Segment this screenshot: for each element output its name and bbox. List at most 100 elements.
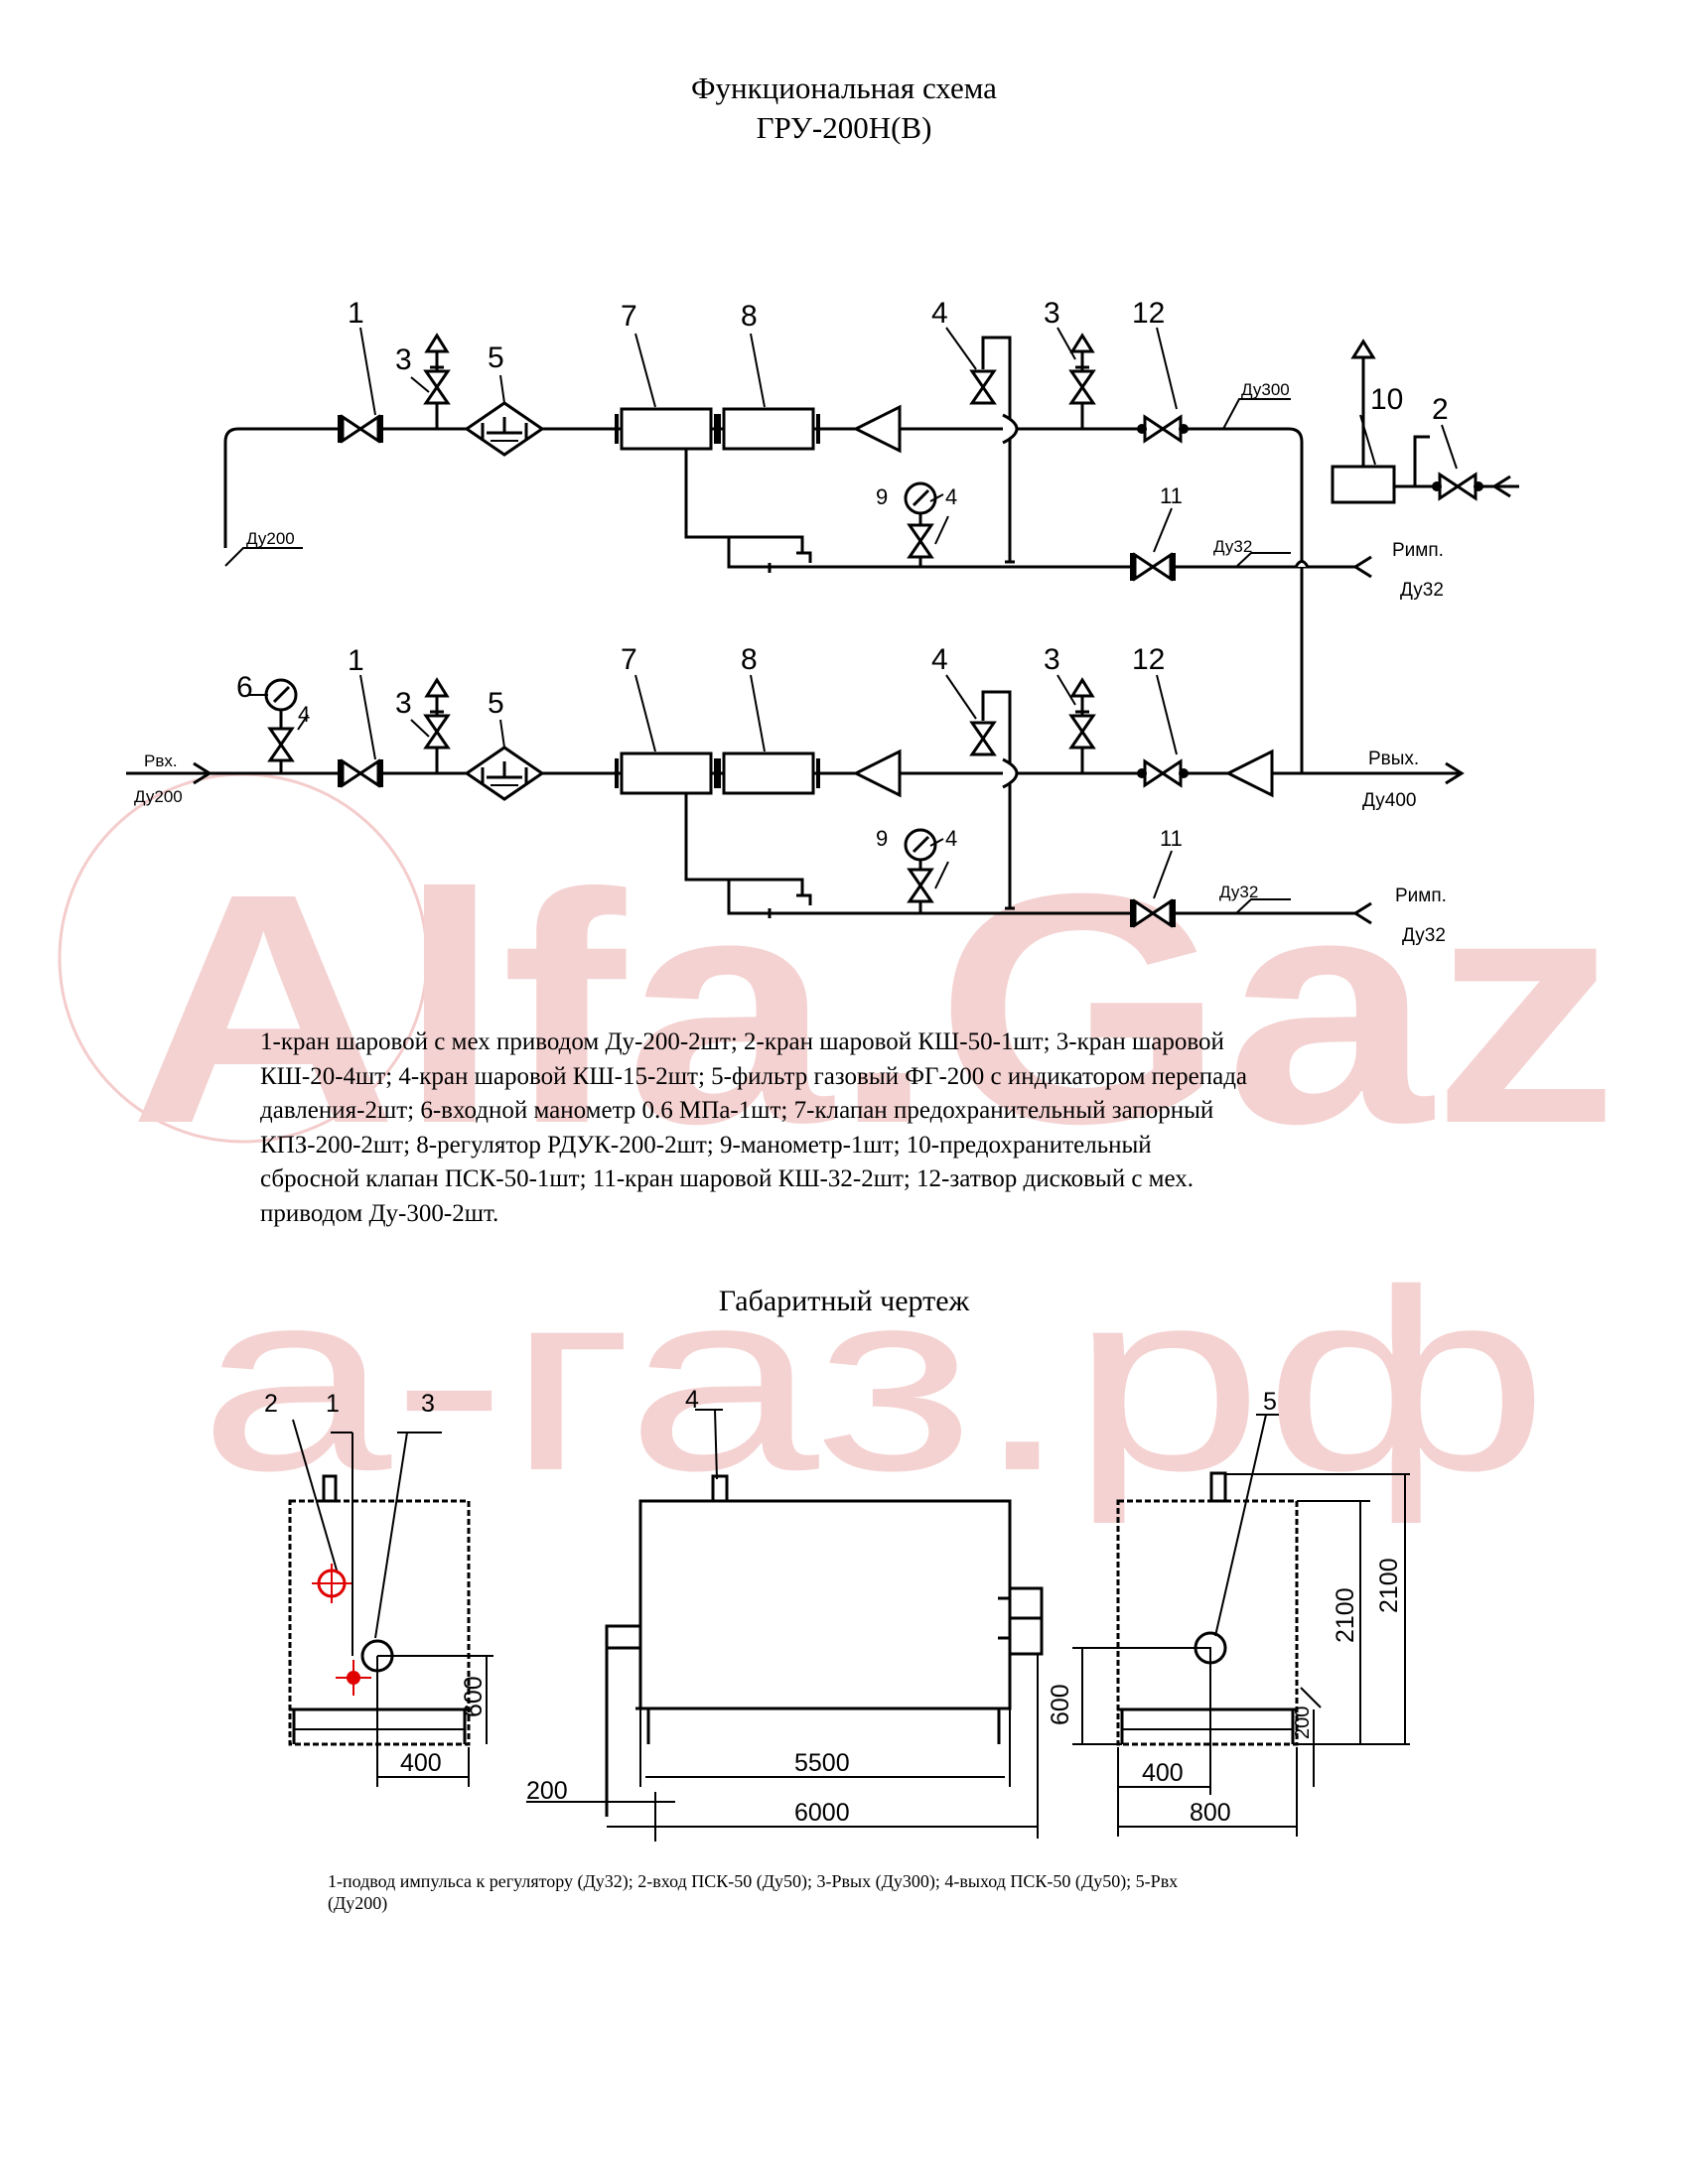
marker-impulse: [336, 1660, 371, 1696]
valve-4-bottom: [970, 721, 996, 756]
label-3-top-b: 3: [1044, 297, 1060, 330]
filter-5-bottom: [465, 746, 544, 801]
legend-line: КПЗ-200-2шт; 8-регулятор РДУК-200-2шт; 9…: [260, 1131, 1152, 1159]
components-legend: 1-кран шаровой с мех приводом Ду-200-2шт…: [260, 1025, 1247, 1231]
reducer-bottom-a: [854, 750, 902, 797]
label-9-bottom: 9: [876, 826, 888, 851]
label-1-top: 1: [348, 297, 364, 330]
pipe-label-pimp-top: Pимп.: [1392, 540, 1444, 561]
dim-right-200: 200: [1292, 1706, 1314, 1739]
label-12-bottom: 12: [1132, 643, 1165, 676]
psk-valve-box: [1331, 465, 1396, 504]
label-12-top: 12: [1132, 297, 1165, 330]
regulator-8-bottom: [722, 751, 815, 795]
dim-right-400: 400: [1142, 1759, 1184, 1787]
reducer-bottom-b: [1226, 750, 1274, 797]
vent-valve-3-bottom-b: [1071, 680, 1093, 773]
label-4-gauge-top: 4: [945, 484, 957, 509]
pipe-label-du32-bottom-end: Ду32: [1402, 925, 1446, 946]
gauge-6: [264, 678, 298, 712]
pipe-label-pimp-bottom: Pимп.: [1395, 886, 1447, 906]
gauge-9-top: [904, 481, 937, 515]
marker-input-psk: [312, 1564, 352, 1603]
legend-line: сбросной клапан ПСК-50-1шт; 11-кран шаро…: [260, 1165, 1195, 1192]
dim-right-800: 800: [1190, 1799, 1231, 1827]
callout-4: 4: [685, 1386, 699, 1414]
label-3-bottom-a: 3: [395, 687, 412, 720]
legend-line: давления-2шт; 6-входной манометр 0.6 МПа…: [260, 1097, 1214, 1124]
valve-4-gauge-bottom: [908, 868, 933, 903]
ball-valve-2: [1430, 473, 1485, 500]
dim-mid-5500: 5500: [794, 1749, 850, 1777]
valve-4-gauge-top: [908, 523, 933, 559]
callout-5: 5: [1263, 1388, 1277, 1416]
valve-4-inlet: [268, 727, 294, 762]
shutoff-valve-7-bottom: [620, 751, 713, 795]
vent-valve-3-top-a: [426, 336, 448, 429]
ball-valve-11-top: [1130, 551, 1176, 583]
label-6: 6: [236, 671, 253, 704]
psk-branch: [1413, 435, 1430, 486]
label-8-top: 8: [741, 300, 758, 333]
label-4-inlet: 4: [298, 702, 310, 727]
left-view-body: [288, 1499, 471, 1746]
ball-valve-1-bottom: [338, 757, 383, 789]
right-view-body: [1116, 1499, 1299, 1746]
dim-left-600: 600: [460, 1676, 488, 1717]
pipe-label-du200-in: Ду200: [134, 787, 183, 806]
dimension-drawing-title: Габаритный чертеж: [718, 1285, 970, 1317]
label-4-top: 4: [931, 297, 948, 330]
label-3-bottom-b: 3: [1044, 643, 1060, 676]
dim-right-600: 600: [1047, 1684, 1074, 1725]
psk-vent-cap: [1350, 339, 1376, 359]
pipe-label-du32-top-end: Ду32: [1400, 580, 1444, 601]
watermark-logo: Alfa.Gaz: [129, 825, 1618, 1191]
callout-1: 1: [326, 1390, 340, 1418]
label-4-gauge-bottom: 4: [945, 826, 957, 851]
label-1-bottom: 1: [348, 644, 364, 677]
middle-view-body: [638, 1499, 1012, 1710]
dim-right-2100a: 2100: [1332, 1587, 1359, 1643]
label-7-bottom: 7: [621, 643, 637, 676]
vent-valve-3-bottom-a: [426, 680, 448, 773]
callout-3: 3: [421, 1390, 435, 1418]
pipe-label-du32-top: Ду32: [1213, 537, 1252, 556]
pipe-label-pin: Pвх.: [144, 751, 178, 770]
label-5-bottom: 5: [488, 687, 504, 720]
label-7-top: 7: [621, 300, 637, 333]
label-9-top: 9: [876, 484, 888, 509]
label-2: 2: [1432, 393, 1449, 426]
label-11-bottom: 11: [1160, 826, 1183, 851]
ball-valve-11-bottom: [1130, 897, 1176, 929]
dim-mid-6000: 6000: [794, 1799, 850, 1827]
label-11-top: 11: [1160, 483, 1183, 508]
pipe-label-pout: Pвых.: [1368, 749, 1419, 769]
top-main-pipe: [223, 427, 1304, 773]
regulator-8-top: [722, 407, 815, 451]
legend-line: КШ-20-4шт; 4-кран шаровой КШ-15-2шт; 5-ф…: [260, 1062, 1248, 1090]
watermark-site: а-газ.рф: [199, 1237, 1549, 1526]
legend-line: приводом Ду-300-2шт.: [260, 1199, 499, 1227]
ball-valve-1-top: [338, 413, 383, 445]
title-line-2: ГРУ-200Н(В): [756, 110, 932, 145]
dimension-notes: 1-подвод импульса к регулятору (Ду32); 2…: [328, 1870, 1178, 1914]
dim-mid-200: 200: [526, 1777, 568, 1805]
top-bypass-vent: [981, 336, 1012, 429]
label-10: 10: [1370, 383, 1403, 416]
pipe-label-du300: Ду300: [1241, 380, 1290, 399]
vent-valve-3-top-b: [1071, 336, 1093, 429]
callout-2: 2: [264, 1390, 278, 1418]
pipe-label-du400: Ду400: [1362, 790, 1417, 811]
title-line-1: Функциональная схема: [691, 70, 997, 105]
bottom-bypass-vent: [981, 690, 1012, 773]
impulse-arrow-top: [1353, 555, 1373, 579]
pipe-label-du200-riser: Ду200: [246, 529, 295, 548]
reducer-top: [854, 405, 902, 453]
legend-line: 1-кран шаровой с мех приводом Ду-200-2шт…: [260, 1028, 1224, 1055]
shutoff-valve-7-top: [620, 407, 713, 451]
bottom-impulse-branch: [729, 878, 804, 895]
label-5-top: 5: [488, 341, 504, 374]
dim-right-2100b: 2100: [1375, 1558, 1403, 1613]
